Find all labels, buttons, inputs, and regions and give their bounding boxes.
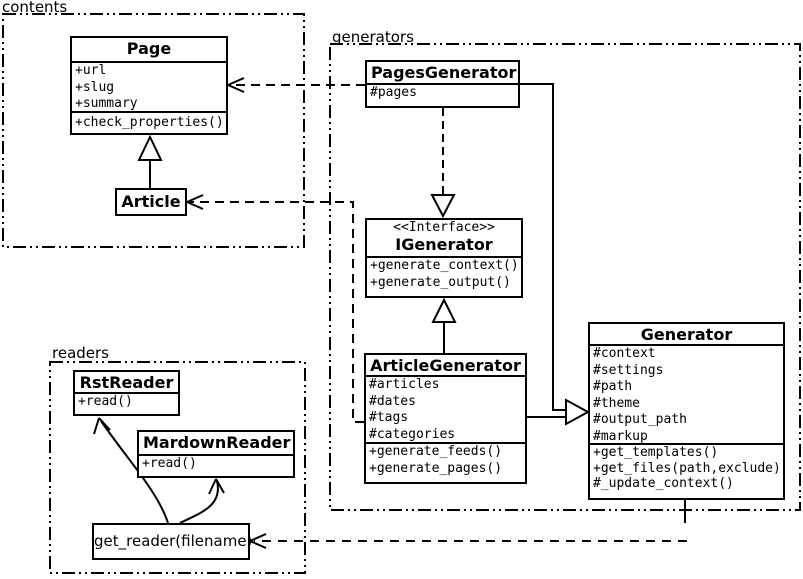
inheritance-generators-to-generator: [520, 83, 591, 426]
class-rstreader-methods: +read(): [75, 394, 178, 410]
readers-package-border: [49, 361, 306, 574]
generators-package-border: [329, 43, 801, 511]
method: +generate_feeds(): [369, 444, 503, 459]
dependency-generator-to-getreader: [249, 500, 687, 549]
method: +read(): [78, 394, 133, 409]
class-article-title: Article: [121, 192, 181, 211]
attribute: #dates: [369, 393, 416, 409]
class-pagesgenerator-attributes: #pages: [367, 85, 518, 102]
inheritance-article-to-page: [137, 134, 163, 188]
arrow-getreader-to-mardownreader: [179, 478, 225, 524]
class-articlegenerator-title: ArticleGenerator: [366, 355, 525, 377]
class-igenerator: <<Interface>> IGenerator +generate_conte…: [365, 218, 523, 298]
class-article: Article: [115, 188, 187, 216]
readers-package-label: readers: [52, 344, 109, 362]
attribute: #path: [593, 379, 633, 394]
realization-pagesgenerator-to-igenerator: [430, 108, 456, 219]
attribute: #output_path: [593, 412, 687, 427]
class-igenerator-methods: +generate_context() +generate_output(): [367, 258, 521, 292]
class-page: Page +url +slug +summary +check_properti…: [70, 36, 228, 135]
class-mardownreader-methods: +read(): [139, 456, 293, 472]
attribute: #theme: [593, 395, 640, 411]
attribute: #settings: [593, 362, 664, 378]
class-articlegenerator-methods: +generate_feeds() +generate_pages(): [366, 444, 525, 478]
method: +get_templates(): [593, 445, 719, 460]
class-page-methods: +check_properties(): [72, 113, 226, 133]
attribute: #pages: [370, 85, 417, 100]
dependency-articlegenerator-to-article: [186, 194, 364, 423]
attribute: +summary: [75, 96, 138, 111]
class-generator-title: Generator: [590, 324, 783, 346]
attribute: #articles: [369, 377, 440, 392]
class-articlegenerator: ArticleGenerator #articles #dates #tags …: [364, 353, 527, 484]
class-igenerator-header: <<Interface>> IGenerator: [367, 220, 521, 258]
method: +generate_context(): [370, 258, 519, 273]
method: #_update_context(): [593, 476, 734, 491]
method: +get_files(path,exclude): [593, 460, 781, 476]
class-generator: Generator #context #settings #path #them…: [588, 322, 785, 500]
class-igenerator-stereotype: <<Interface>>: [393, 220, 495, 235]
inheritance-articlegenerator-to-igenerator: [431, 297, 457, 353]
attribute: +slug: [75, 79, 115, 95]
class-igenerator-title: IGenerator: [395, 235, 493, 254]
class-rstreader-title: RstReader: [75, 372, 178, 394]
method: +read(): [142, 456, 197, 471]
attribute: #categories: [369, 426, 456, 442]
contents-package-label: contents: [2, 0, 68, 16]
class-mardownreader: MardownReader +read(): [137, 430, 295, 478]
attribute: +url: [75, 63, 107, 78]
generators-package-label: generators: [332, 28, 414, 46]
class-generator-methods: +get_templates() +get_files(path,exclude…: [590, 445, 783, 492]
function-get-reader: get_reader(filename): [92, 523, 252, 560]
method: +generate_output(): [370, 274, 511, 290]
method: +check_properties(): [75, 115, 224, 130]
class-generator-attributes: #context #settings #path #theme #output_…: [590, 346, 783, 445]
method: +generate_pages(): [369, 460, 503, 476]
class-pagesgenerator: PagesGenerator #pages: [365, 60, 520, 108]
attribute: #tags: [369, 410, 409, 425]
contents-package-border: [2, 13, 305, 248]
dependency-pagesgenerator-to-page: [227, 77, 365, 93]
attribute: #context: [593, 346, 656, 361]
class-page-title: Page: [72, 38, 226, 63]
attribute: #markup: [593, 428, 648, 444]
class-page-attributes: +url +slug +summary: [72, 63, 226, 113]
class-pagesgenerator-title: PagesGenerator: [367, 62, 518, 85]
class-rstreader: RstReader +read(): [73, 370, 180, 416]
class-articlegenerator-attributes: #articles #dates #tags #categories: [366, 377, 525, 444]
class-mardownreader-title: MardownReader: [139, 432, 293, 456]
